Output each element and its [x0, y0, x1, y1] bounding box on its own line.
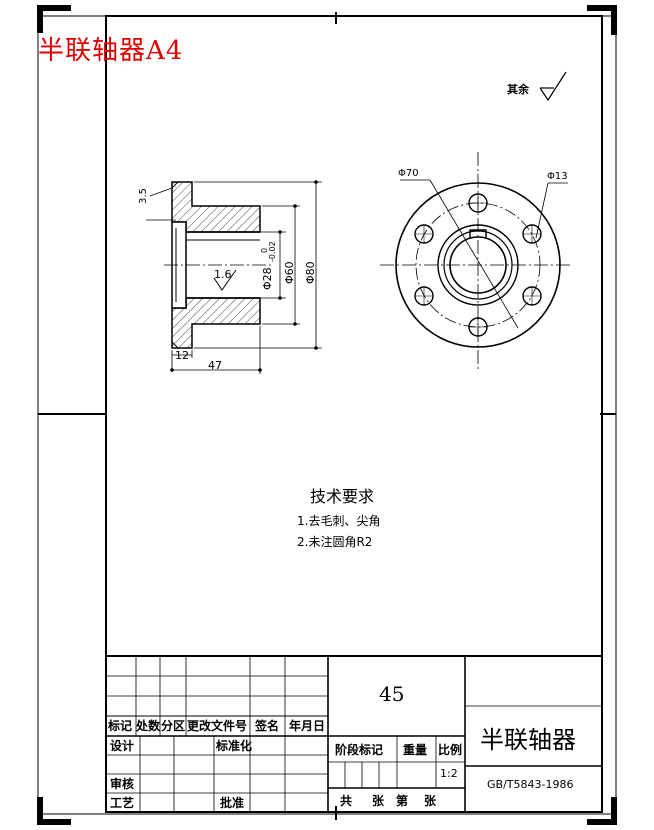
label-change-doc: 更改文件号: [187, 719, 248, 733]
scale-value: 1:2: [440, 767, 458, 780]
dim-bolt-circle: Φ70: [398, 168, 419, 179]
hub-circle: [437, 224, 519, 306]
dim-roughness: 1.6: [214, 268, 232, 281]
label-mark: 标记: [108, 719, 133, 733]
label-total: 共: [340, 794, 353, 808]
label-sheet-no: 第: [396, 794, 409, 808]
standard-number: GB/T5843-1986: [487, 778, 574, 791]
tech-req-heading: 技术要求: [310, 487, 375, 506]
label-date: 年月日: [289, 719, 326, 733]
flange-outer-circle: [395, 182, 561, 348]
inner-frame: [105, 15, 603, 813]
outer-border: [37, 15, 617, 815]
bore-circle: [449, 236, 507, 294]
label-review: 审核: [110, 777, 135, 791]
label-sheets: 张: [372, 794, 385, 808]
material-value: 45: [379, 682, 405, 706]
dim-flange: Φ80: [304, 261, 317, 284]
dim-bore-tol-lower: -0.02: [268, 241, 277, 262]
part-name: 半联轴器: [480, 726, 576, 754]
label-weight: 重量: [403, 743, 428, 757]
surface-finish-label: 其余: [507, 83, 529, 96]
dim-flange-thk: 12: [175, 349, 189, 362]
end-view: [380, 152, 572, 372]
dim-hole: Φ13: [547, 171, 568, 182]
title-block: [105, 655, 603, 813]
label-signature: 签名: [255, 719, 280, 733]
keyway: [469, 229, 487, 238]
dim-length: 47: [208, 359, 222, 372]
label-zone: 分区: [161, 719, 186, 733]
section-view: [146, 180, 322, 374]
tech-req-item: 2.未注圆角R2: [297, 535, 373, 549]
label-stage-mark: 阶段标记: [335, 743, 384, 757]
dim-hub: Φ60: [283, 261, 296, 284]
label-ratio: 比例: [438, 743, 463, 757]
roughness-symbol-general: [539, 71, 567, 102]
label-count: 处数: [136, 719, 161, 733]
overlay-title: 半联轴器A4: [38, 36, 184, 66]
label-process: 工艺: [110, 796, 135, 810]
label-design: 设计: [110, 739, 135, 753]
dim-chamfer: 3.5: [138, 188, 149, 204]
label-sheet-unit: 张: [424, 794, 437, 808]
centering-marks: [38, 12, 616, 820]
label-approve: 批准: [220, 796, 245, 810]
tech-req-item: 1.去毛刺、尖角: [297, 514, 381, 528]
dim-bore: Φ28: [261, 267, 274, 290]
label-standardize: 标准化: [216, 739, 253, 753]
corner-marks: [37, 5, 617, 825]
